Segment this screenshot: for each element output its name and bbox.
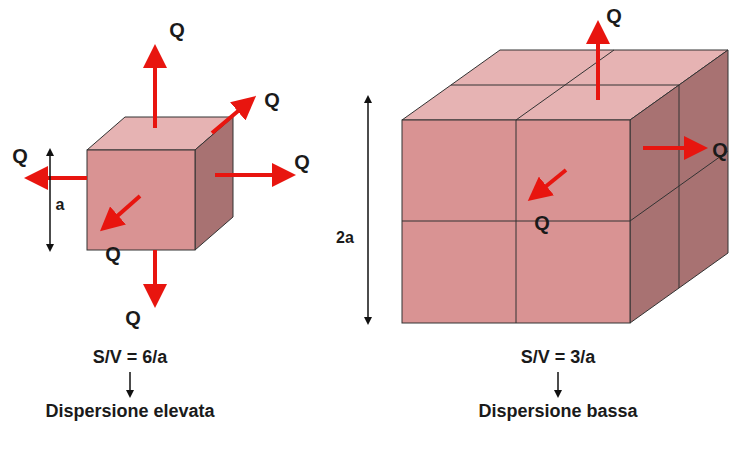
heat-label: Q (169, 19, 185, 41)
dispersion-note: Dispersione bassa (478, 402, 637, 422)
dimension-label: 2a (334, 229, 356, 247)
heat-label: Q (125, 307, 141, 329)
heat-label: Q (294, 151, 310, 173)
heat-label: Q (264, 89, 280, 111)
ratio-formula: S/V = 6/a (93, 348, 168, 368)
dimension-label: a (54, 196, 67, 214)
heat-label: Q (606, 5, 622, 27)
ratio-formula: S/V = 3/a (521, 348, 596, 368)
heat-arrows (32, 28, 700, 300)
heat-label: Q (534, 212, 550, 234)
large-cube (402, 50, 728, 323)
dispersion-note: Dispersione elevata (45, 402, 214, 422)
dimension-lines (50, 97, 558, 396)
small-cube (87, 117, 233, 250)
heat-label: Q (105, 243, 121, 265)
heat-label: Q (12, 145, 28, 167)
heat-label: Q (712, 139, 728, 161)
